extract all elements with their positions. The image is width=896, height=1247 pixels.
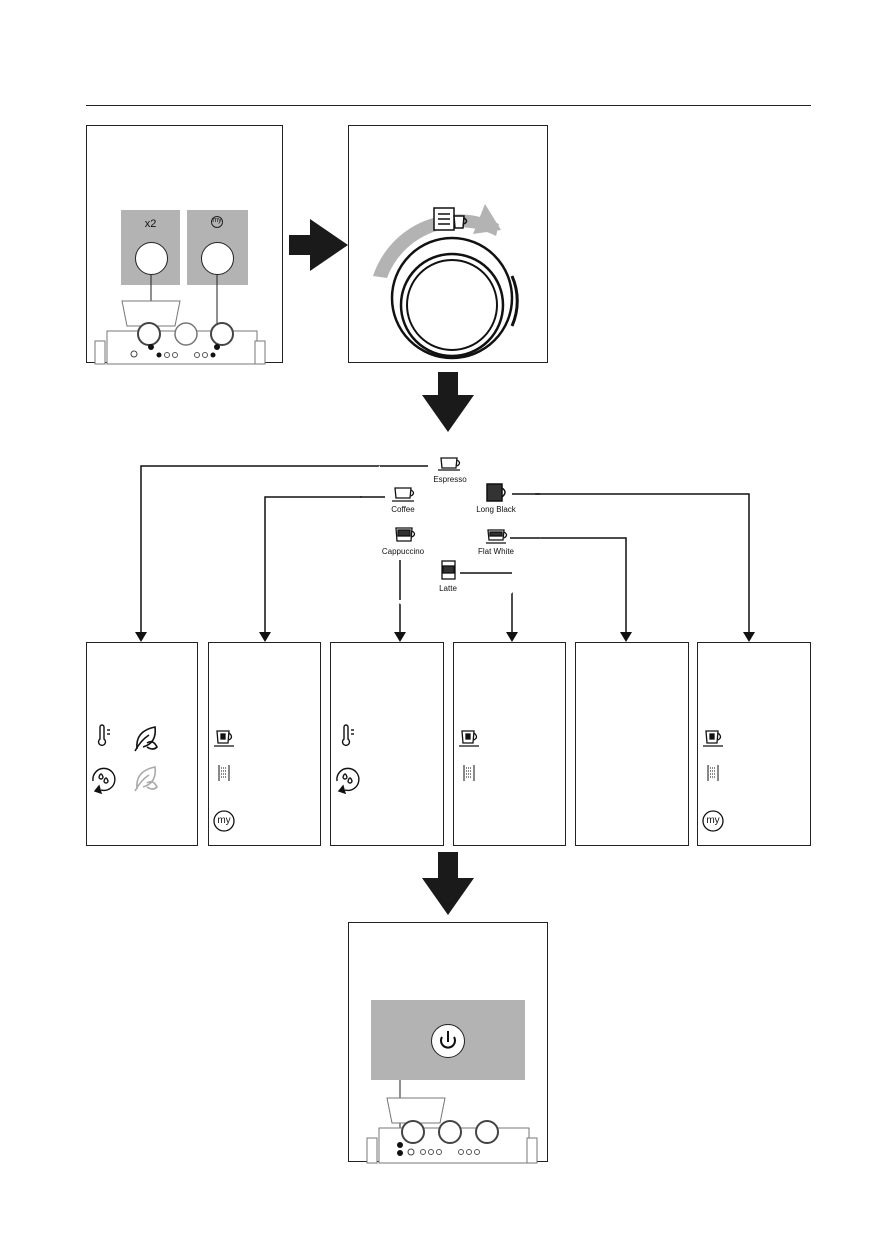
cup-size-icon [703, 731, 723, 746]
result-panel-espresso-icons [87, 643, 199, 847]
dial-label-coffee[interactable]: Coffee [373, 505, 433, 514]
grind-icon [219, 765, 229, 781]
dial-label-long-black[interactable]: Long Black [466, 505, 526, 514]
panel-power [348, 922, 548, 1162]
thermometer-icon [343, 725, 355, 745]
result-panel-long-black: my [697, 642, 811, 846]
my-icon-label: my [703, 815, 723, 826]
result-panel-coffee: my [208, 642, 321, 846]
cappuccino-cup-icon [396, 528, 415, 541]
result-panel-flat-white [575, 642, 689, 846]
leaf-eco-faded-icon [135, 767, 157, 791]
cup-size-icon [459, 731, 479, 746]
result-panel-latte-icons [454, 643, 567, 847]
cup-size-icon [214, 731, 234, 746]
result-panel-espresso [86, 642, 198, 846]
flat-white-cup-icon [486, 530, 507, 543]
grind-icon [708, 765, 718, 781]
espresso-cup-icon [438, 458, 460, 470]
leaf-eco-icon [135, 727, 157, 751]
thermometer-icon [99, 725, 111, 745]
grind-icon [464, 765, 474, 781]
result-panel-cappuccino-icons [331, 643, 445, 847]
power-drawing [349, 923, 549, 1163]
dial-label-latte[interactable]: Latte [418, 584, 478, 593]
descale-icon [93, 768, 115, 793]
long-black-cup-icon [487, 484, 505, 501]
power-icon [441, 1031, 455, 1048]
dial-label-cappuccino[interactable]: Cappuccino [373, 547, 433, 556]
result-panel-cappuccino [330, 642, 444, 846]
latte-glass-icon [442, 561, 455, 579]
dial-label-espresso[interactable]: Espresso [420, 475, 480, 484]
descale-icon [337, 768, 359, 793]
dial-label-flat-white[interactable]: Flat White [466, 547, 526, 556]
my-icon-label: my [214, 815, 234, 826]
coffee-cup-icon [392, 488, 414, 501]
result-panel-latte [453, 642, 566, 846]
